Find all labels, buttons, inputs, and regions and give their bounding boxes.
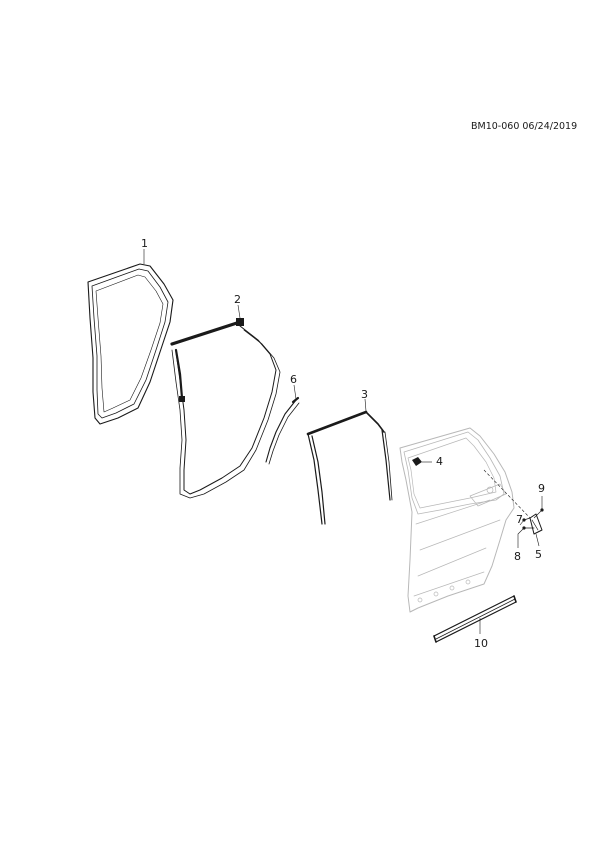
callout-3: 3 — [361, 388, 368, 401]
callout-6: 6 — [290, 373, 297, 386]
part-3-glass-run-channel[interactable] — [306, 410, 393, 525]
part-2-door-frame-seal[interactable] — [170, 318, 281, 499]
diagram-reference-code: BM10-060 06/24/2019 — [471, 121, 578, 132]
leader-lines — [143, 249, 543, 634]
part-1-door-weatherstrip[interactable] — [87, 263, 174, 425]
part-7-screw[interactable] — [522, 517, 531, 522]
callout-7: 7 — [516, 513, 523, 526]
part-6-channel-strip[interactable] — [265, 396, 300, 465]
part-4-clip[interactable] — [412, 457, 432, 466]
callout-8: 8 — [514, 550, 521, 563]
part-10-lower-seal-strip[interactable] — [433, 595, 517, 643]
callout-1: 1 — [141, 237, 148, 250]
rear-door-body-reference — [399, 427, 515, 613]
callout-9: 9 — [538, 482, 545, 495]
callout-2: 2 — [234, 293, 241, 306]
part-5-bracket[interactable] — [529, 513, 543, 535]
callout-5: 5 — [535, 548, 542, 561]
callout-10: 10 — [474, 637, 488, 650]
callout-4: 4 — [436, 455, 443, 468]
